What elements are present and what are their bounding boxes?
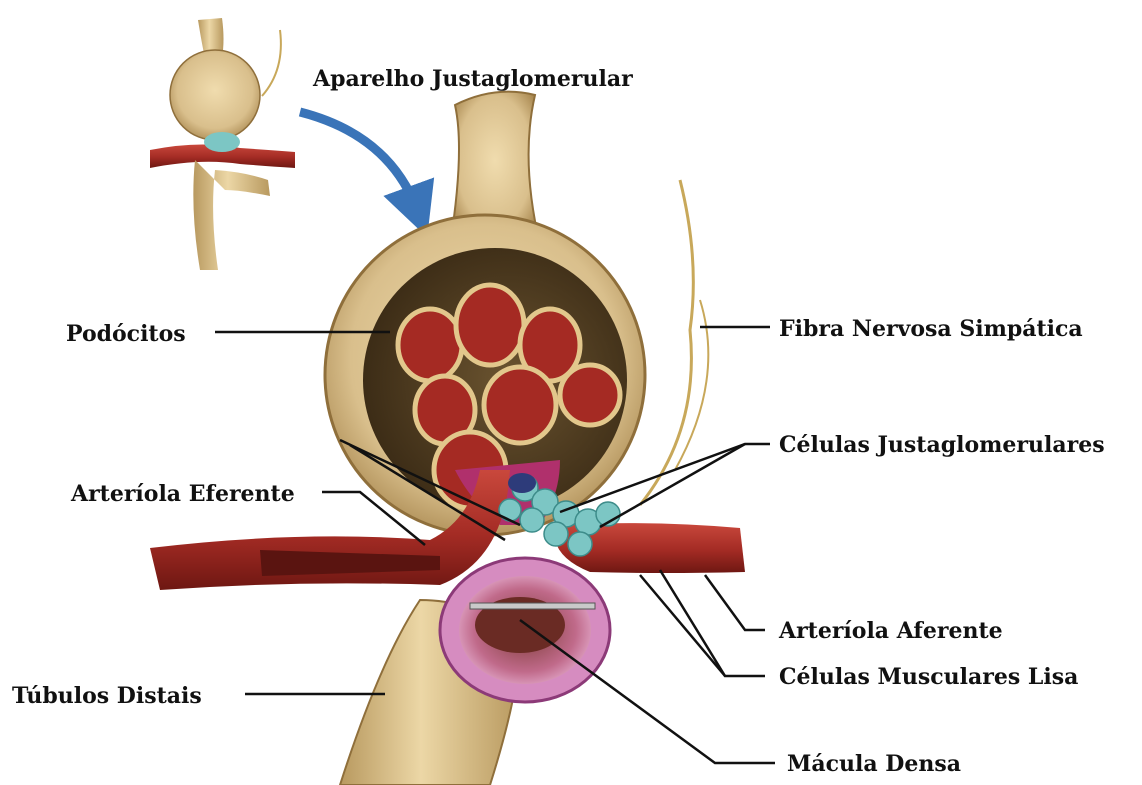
label-arteriola-aferente: Arteríola Aferente [778,618,1003,644]
pointer-arrow-icon [300,112,418,212]
label-tubulos-distais: Túbulos Distais [12,683,202,709]
label-celulas-justaglomerulares: Células Justaglomerulares [779,432,1105,458]
inset-nephron-illustration [150,18,295,270]
label-macula-densa: Mácula Densa [787,751,961,777]
label-fibra-nervosa-simpatica: Fibra Nervosa Simpática [779,316,1083,342]
diagram-title: Aparelho Justaglomerular [312,66,633,92]
main-illustration [150,92,745,785]
label-celulas-musculares-lisa: Células Musculares Lisa [779,664,1078,690]
label-arteriola-eferente: Arteríola Eferente [70,481,295,507]
label-podocitos: Podócitos [66,321,186,347]
